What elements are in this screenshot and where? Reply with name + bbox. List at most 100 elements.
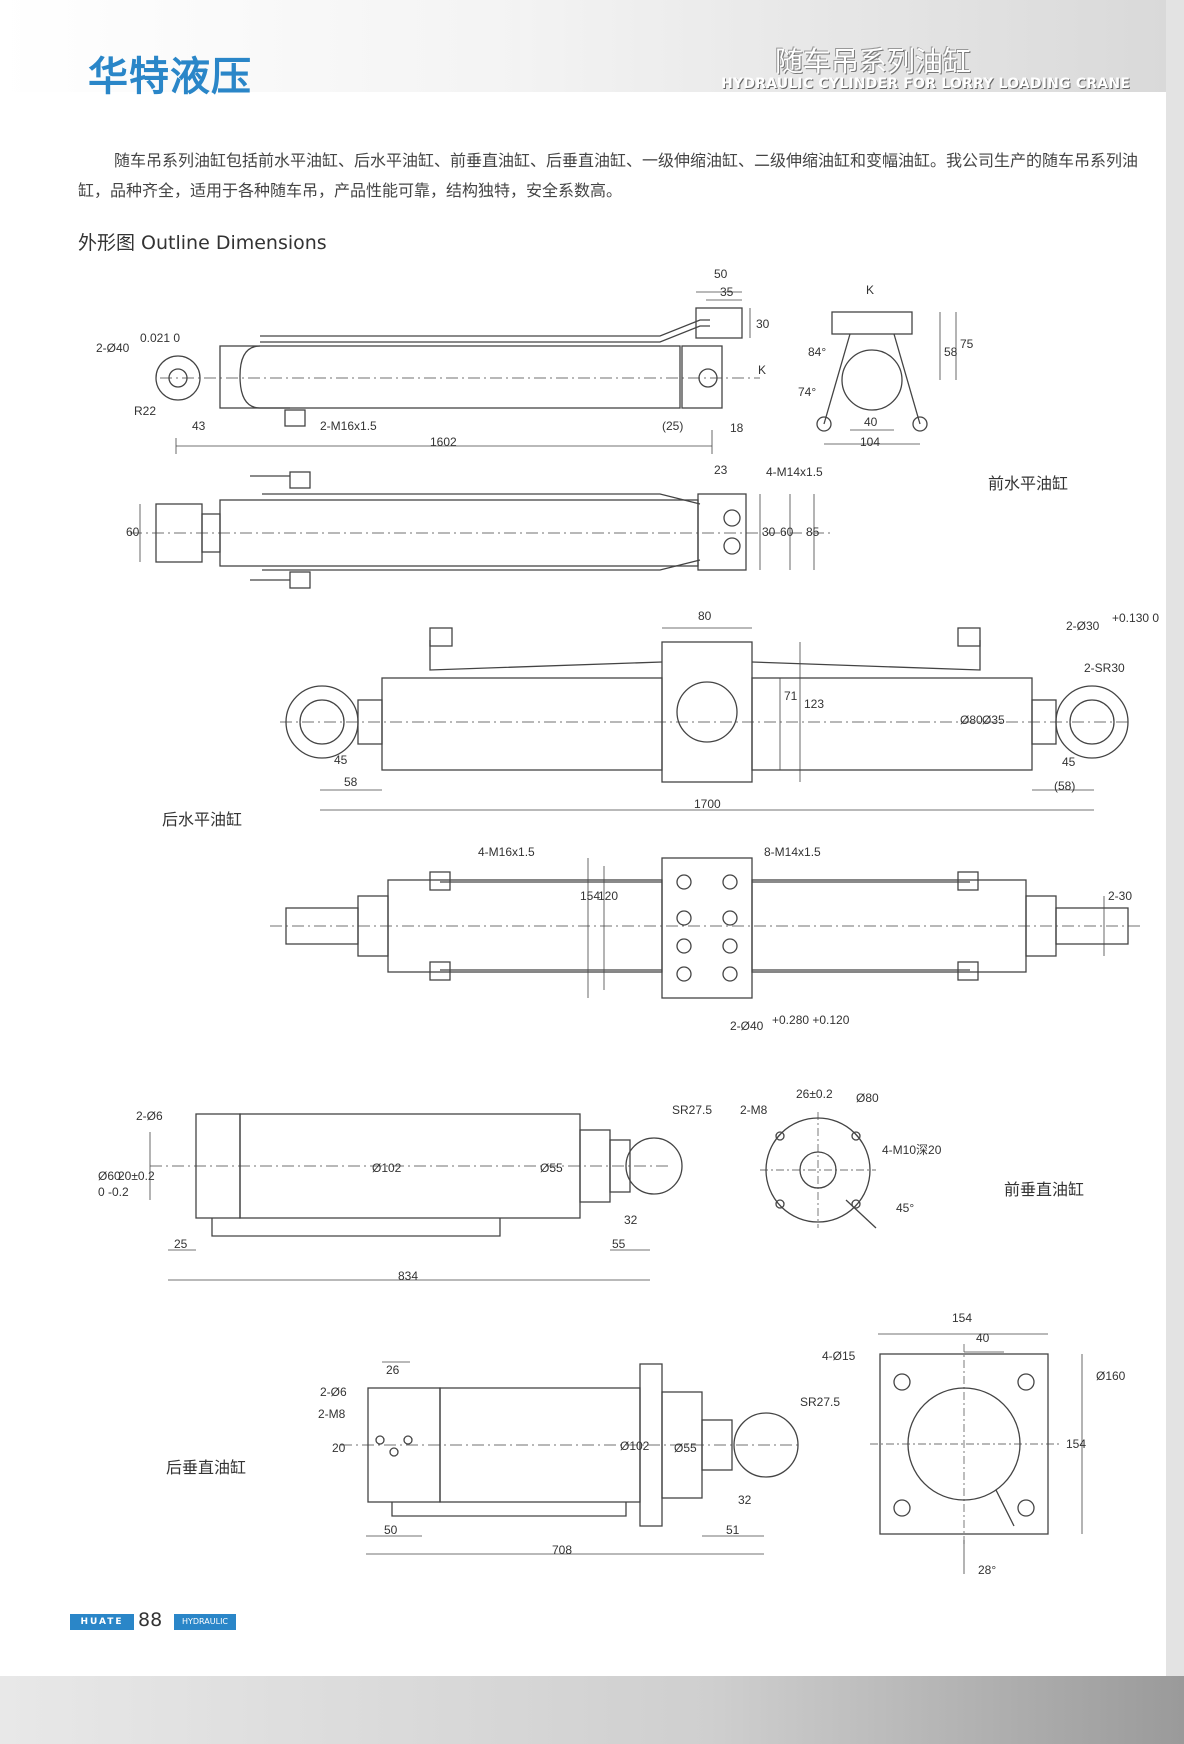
rear-vertical-view [340,1333,1083,1574]
rear-vertical-dim-labels: 26 2-Ø6 2-M8 20 Ø102 Ø55 SR27.5 32 50 51… [318,1311,1126,1577]
dim-fh-bore: 2-Ø40 [96,341,130,355]
dim-rv-50: 50 [384,1523,398,1537]
dim-rv-d55: Ø55 [674,1441,697,1455]
dim-fv-d55: Ø55 [540,1161,563,1175]
dim-rv-51: 51 [726,1523,740,1537]
dim-fv-m8: 2-M8 [740,1103,768,1117]
rear-horizontal-top-view [280,627,1130,811]
dim-fh-port: 2-M16x1.5 [320,419,377,433]
dim-fh-radius: R22 [134,404,156,418]
dim-rv-d6: 2-Ø6 [320,1385,347,1399]
label-rear-horizontal: 后水平油缸 [162,810,243,829]
dim-rh-l45: 45 [334,753,348,767]
dim-rv-length: 708 [552,1543,572,1557]
dim-rh-r58: (58) [1054,779,1075,793]
dim-rh-123: 123 [804,697,824,711]
dim-rh-d35: Ø35 [982,713,1005,727]
rear-horizontal-dim-labels: 80 2-Ø30 +0.130 0 2-SR30 71 123 Ø80 Ø35 … [334,609,1159,1033]
dim-fv-d80: Ø80 [856,1091,879,1105]
dim-rv-m8: 2-M8 [318,1407,346,1421]
dim-fh-50: 50 [714,267,728,281]
dim-k-40: 40 [864,415,878,429]
front-vertical-view [149,1112,877,1281]
dim-rh2-120: 120 [598,889,618,903]
dim-fh2-85: 85 [806,525,820,539]
page-bottom-bar [0,1676,1184,1744]
dim-rv-40: 40 [976,1331,990,1345]
dim-rh-l58: 58 [344,775,358,789]
label-front-horizontal: 前水平油缸 [988,474,1069,493]
dim-rv-32: 32 [738,1493,752,1507]
section-title: 外形图 Outline Dimensions [78,232,327,254]
dim-rh-bore-tol: +0.130 0 [1112,611,1159,625]
dim-rv-d15: 4-Ø15 [822,1349,856,1363]
dim-fh-k: K [758,363,766,377]
dim-fh2-port: 4-M14x1.5 [766,465,823,479]
dim-fh-43: 43 [192,419,206,433]
dim-k-84: 84° [808,345,826,359]
dim-fv-d60: Ø60 [98,1169,121,1183]
front-vertical-dim-labels: 2-Ø6 Ø60 0 -0.2 20±0.2 Ø102 Ø55 SR27.5 3… [98,1087,942,1283]
dim-fv-20: 20±0.2 [118,1169,155,1183]
dim-fv-d60-tol: 0 -0.2 [98,1185,129,1199]
dim-rh2-port1: 4-M16x1.5 [478,845,535,859]
series-title-cn: 随车吊系列油缸 [774,45,971,78]
dim-fv-sr: SR27.5 [672,1103,712,1117]
dim-rv-20: 20 [332,1441,346,1455]
dim-fh-35: 35 [720,285,734,299]
dim-fv-length: 834 [398,1269,418,1283]
dim-fh-25: (25) [662,419,683,433]
intro-paragraph: 随车吊系列油缸包括前水平油缸、后水平油缸、前垂直油缸、后垂直油缸、一级伸缩油缸、… [78,151,1139,200]
dim-rv-d160: Ø160 [1096,1369,1126,1383]
dim-fv-55: 55 [612,1237,626,1251]
dim-rv-d102: Ø102 [620,1439,650,1453]
dim-rh-71: 71 [784,689,798,703]
dim-rh-r45: 45 [1062,755,1076,769]
dim-fh2-60b: 60 [780,525,794,539]
dim-rv-sr: SR27.5 [800,1395,840,1409]
dim-rv-26: 26 [386,1363,400,1377]
dim-fh-length: 1602 [430,435,457,449]
dim-rv-28: 28° [978,1563,996,1577]
dim-fv-32: 32 [624,1213,638,1227]
front-horizontal-k-view [816,311,957,445]
dim-rh-80: 80 [698,609,712,623]
dim-fh-30: 30 [756,317,770,331]
dim-k-label: K [866,283,874,297]
label-rear-vertical: 后垂直油缸 [166,1458,247,1477]
dim-rh-sr: 2-SR30 [1084,661,1125,675]
dim-k-104: 104 [860,435,880,449]
page-edge [1166,0,1184,1744]
dim-rh2-230: 2-30 [1108,889,1132,903]
front-horizontal-dim-labels: 2-Ø40 0.021 0 R22 43 2-M16x1.5 1602 (25)… [96,267,974,539]
dim-rh2-bore-tol: +0.280 +0.120 [772,1013,850,1027]
footer-brand-tag: HUATE [70,1614,134,1630]
dim-fv-d6: 2-Ø6 [136,1109,163,1123]
dim-rv-h154: 154 [1066,1437,1086,1451]
dim-rh-length: 1700 [694,797,721,811]
page-number: 88 [138,1609,163,1631]
dim-fv-d102: Ø102 [372,1161,402,1175]
dim-fv-26: 26±0.2 [796,1087,833,1101]
dim-k-58: 58 [944,345,958,359]
page-header: 华特液压 随车吊系列油缸 HYDRAULIC CYLINDER FOR LORR… [0,0,1166,100]
dim-rh2-154: 154 [580,889,600,903]
dim-k-74: 74° [798,385,816,399]
dim-fh2-30: 30 [762,525,776,539]
dim-fv-45: 45° [896,1201,914,1215]
dim-rh-d80: Ø80 [960,713,983,727]
dim-fh2-23: 23 [714,463,728,477]
dim-fh-bore-tol: 0.021 0 [140,331,180,345]
dim-rh-bore: 2-Ø30 [1066,619,1100,633]
label-front-vertical: 前垂直油缸 [1004,1180,1085,1199]
front-horizontal-side-view [130,471,830,589]
series-title-en: HYDRAULIC CYLINDER FOR LORRY LOADING CRA… [721,76,1130,92]
dim-fv-25: 25 [174,1237,188,1251]
footer-hydraulic-tag: HYDRAULIC [174,1614,236,1630]
rear-horizontal-side-view [270,857,1140,999]
dim-rh2-bore: 2-Ø40 [730,1019,764,1033]
dim-fh-18: 18 [730,421,744,435]
dim-fv-m10: 4-M10深20 [882,1143,942,1157]
dim-k-75: 75 [960,337,974,351]
